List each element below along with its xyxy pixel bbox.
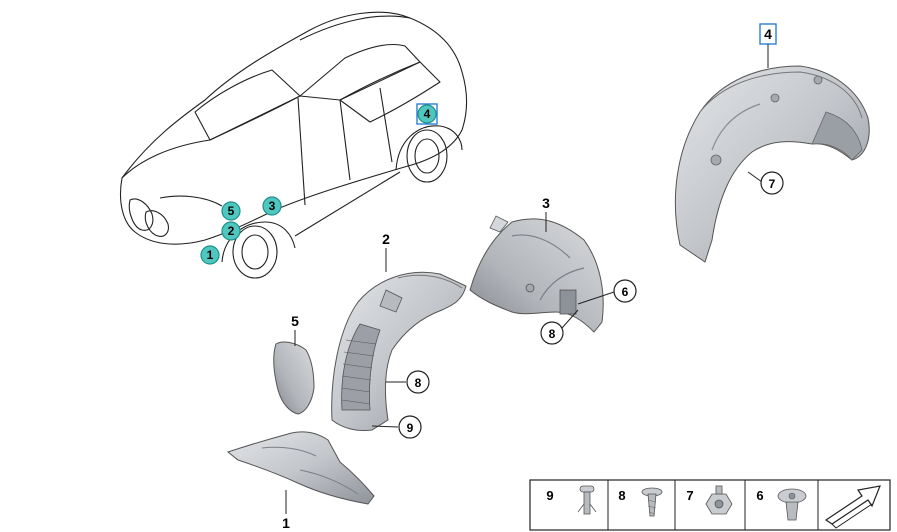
callout-8-lower[interactable]: 8 (386, 370, 430, 394)
svg-text:5: 5 (291, 313, 299, 329)
svg-text:8: 8 (549, 327, 556, 341)
legend-item-6[interactable]: 6 (756, 488, 807, 521)
svg-text:3: 3 (542, 195, 550, 211)
svg-text:7: 7 (686, 488, 693, 503)
part-5-cover (273, 341, 315, 415)
direction-arrow-icon (824, 485, 881, 529)
callout-8-upper[interactable]: 8 (540, 309, 579, 345)
svg-text:8: 8 (618, 488, 625, 503)
svg-text:6: 6 (622, 285, 629, 299)
legend-item-7[interactable]: 7 (686, 485, 733, 515)
svg-text:6: 6 (756, 488, 763, 503)
nut-icon (705, 485, 733, 515)
screw-icon (641, 487, 663, 517)
vehicle-outline (119, 11, 468, 279)
svg-text:5: 5 (228, 204, 235, 218)
part-number-4[interactable]: 4 (759, 23, 777, 68)
svg-text:2: 2 (382, 231, 390, 247)
svg-text:9: 9 (546, 488, 553, 503)
legend-item-9[interactable]: 9 (546, 485, 597, 515)
part-4-rear-liner (674, 65, 870, 263)
part-3-liner-rear (469, 215, 604, 333)
part-2-liner-front (331, 271, 467, 431)
part-number-1[interactable]: 1 (282, 490, 290, 531)
fastener-legend: 9 8 7 6 (529, 479, 891, 531)
svg-text:2: 2 (228, 224, 235, 238)
callout-7[interactable]: 7 (747, 171, 784, 195)
clip-icon (577, 485, 597, 515)
svg-text:4: 4 (764, 26, 772, 42)
legend-item-8[interactable]: 8 (618, 487, 663, 517)
part-1-underpanel (226, 431, 375, 505)
expanding-rivet-icon (777, 488, 807, 521)
hotspot-3[interactable]: 3 (262, 196, 282, 216)
hotspot-4[interactable]: 4 (416, 103, 438, 125)
svg-text:1: 1 (207, 248, 214, 262)
svg-text:8: 8 (415, 376, 422, 390)
svg-text:1: 1 (282, 515, 290, 531)
part-number-5[interactable]: 5 (291, 313, 299, 346)
hotspot-1[interactable]: 1 (200, 245, 220, 265)
svg-text:7: 7 (769, 177, 776, 191)
hotspot-2[interactable]: 2 (221, 221, 241, 241)
callout-9[interactable]: 9 (371, 415, 422, 439)
svg-text:9: 9 (407, 421, 414, 435)
legend-item-direction[interactable] (824, 485, 881, 529)
svg-text:4: 4 (424, 107, 431, 121)
part-number-2[interactable]: 2 (382, 231, 390, 272)
svg-text:3: 3 (269, 199, 276, 213)
part-number-3[interactable]: 3 (542, 195, 550, 232)
hotspot-5[interactable]: 5 (221, 201, 241, 221)
callout-6[interactable]: 6 (577, 279, 637, 305)
